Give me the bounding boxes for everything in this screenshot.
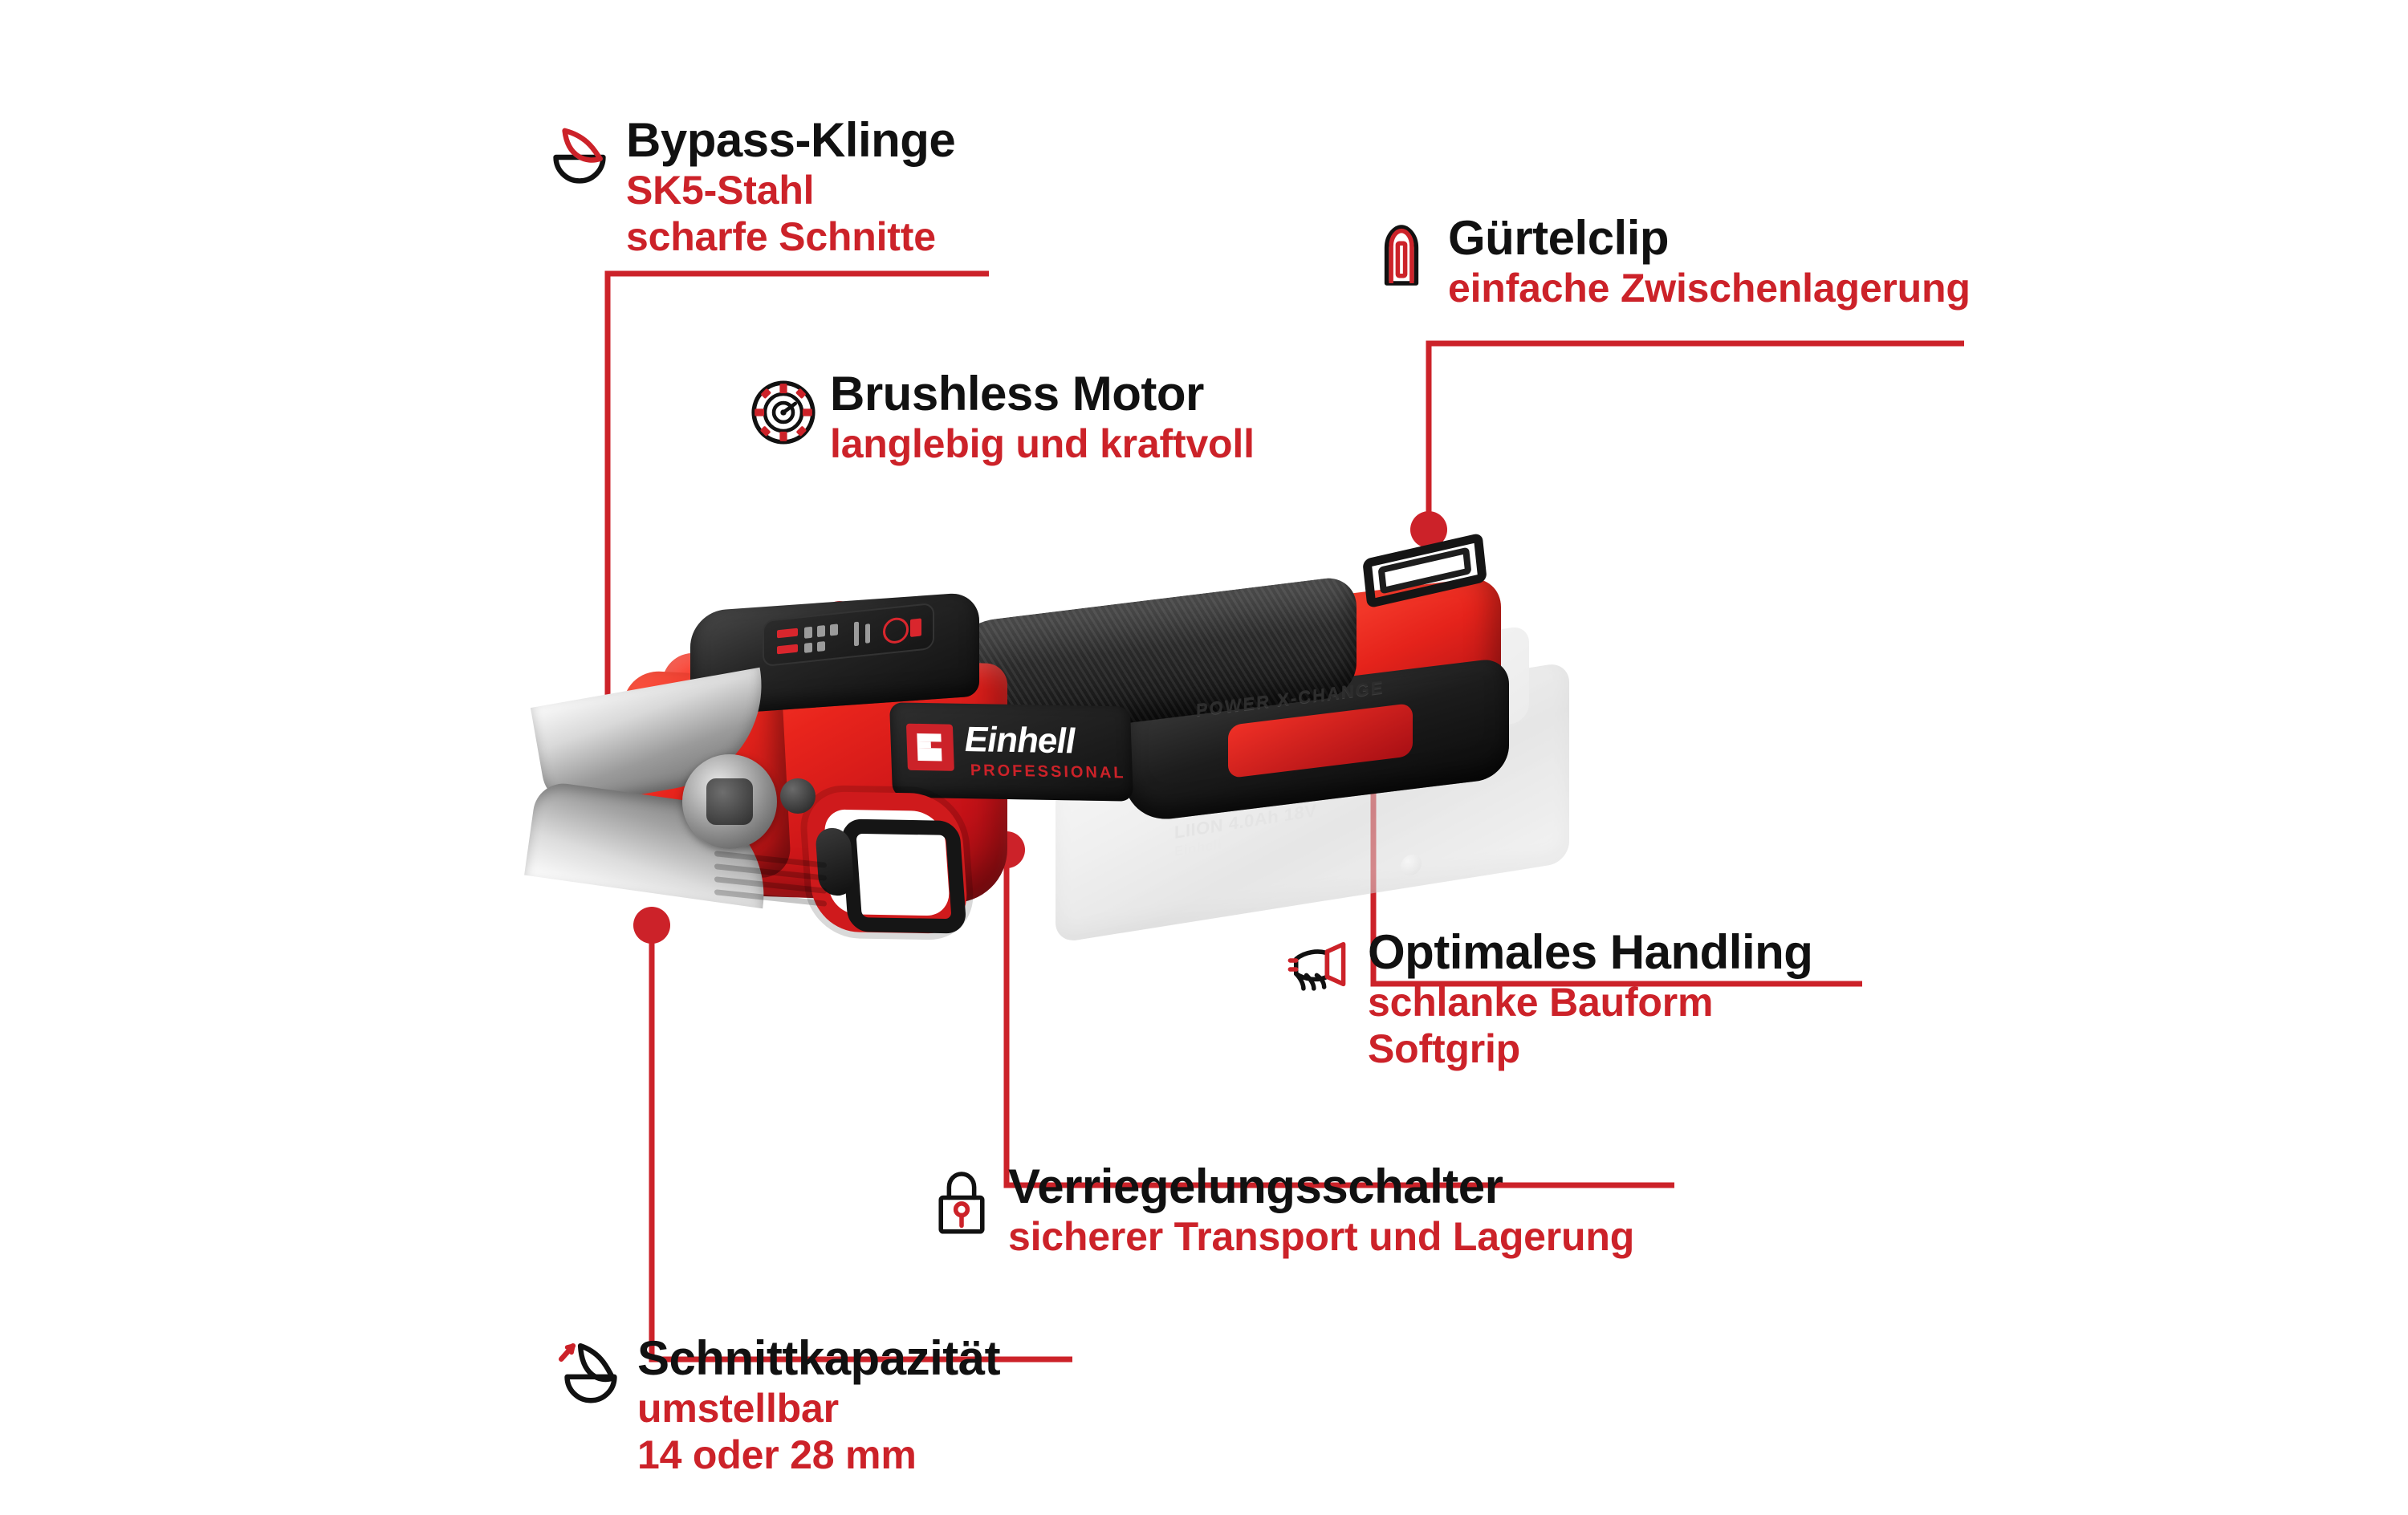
- brand-logo-plate: Einhell PROFESSIONAL: [889, 702, 1133, 802]
- cut-capacity-icon: [554, 1338, 628, 1412]
- product-image-pruning-shears: POWER X-CHANGE LIION 4.0Ah 18V Einhell P…: [524, 514, 1926, 1011]
- callout-line: SK5-Stahl: [626, 168, 815, 213]
- callout-title: Verriegelungsschalter: [1008, 1160, 1503, 1213]
- secondary-bolt: [780, 778, 816, 814]
- callout-title: Schnittkapazität: [637, 1331, 1001, 1385]
- callout-title: Optimales Handling: [1368, 925, 1813, 979]
- callout-line: einfache Zwischenlagerung: [1448, 266, 1971, 311]
- blade-pivot-bolt: [682, 754, 777, 849]
- motor-rotor-icon: [746, 376, 820, 449]
- brand-subtitle: PROFESSIONAL: [970, 762, 1126, 782]
- callout-line: 14 oder 28 mm: [637, 1432, 917, 1477]
- blade-crescent-icon: [543, 120, 616, 194]
- callout-line: Softgrip: [1368, 1026, 1521, 1071]
- callout-line: langlebig und kraftvoll: [830, 421, 1255, 466]
- trigger-guard-inner: [840, 818, 967, 934]
- einhell-mark-icon: [905, 723, 954, 771]
- housing-ribs: [714, 851, 835, 920]
- callout-line: sicherer Transport und Lagerung: [1008, 1214, 1635, 1259]
- callout-line: schlanke Bauform: [1368, 980, 1714, 1025]
- callout-line: umstellbar: [637, 1386, 839, 1431]
- padlock-icon: [925, 1165, 999, 1239]
- brand-name: Einhell: [963, 719, 1076, 762]
- callout-title: Gürtelclip: [1448, 211, 1670, 265]
- callout-line: scharfe Schnitte: [626, 214, 936, 259]
- callout-title: Bypass-Klinge: [626, 113, 956, 167]
- hand-grip-icon: [1284, 932, 1358, 1006]
- belt-clip-icon: [1365, 218, 1438, 292]
- callout-title: Brushless Motor: [830, 367, 1204, 420]
